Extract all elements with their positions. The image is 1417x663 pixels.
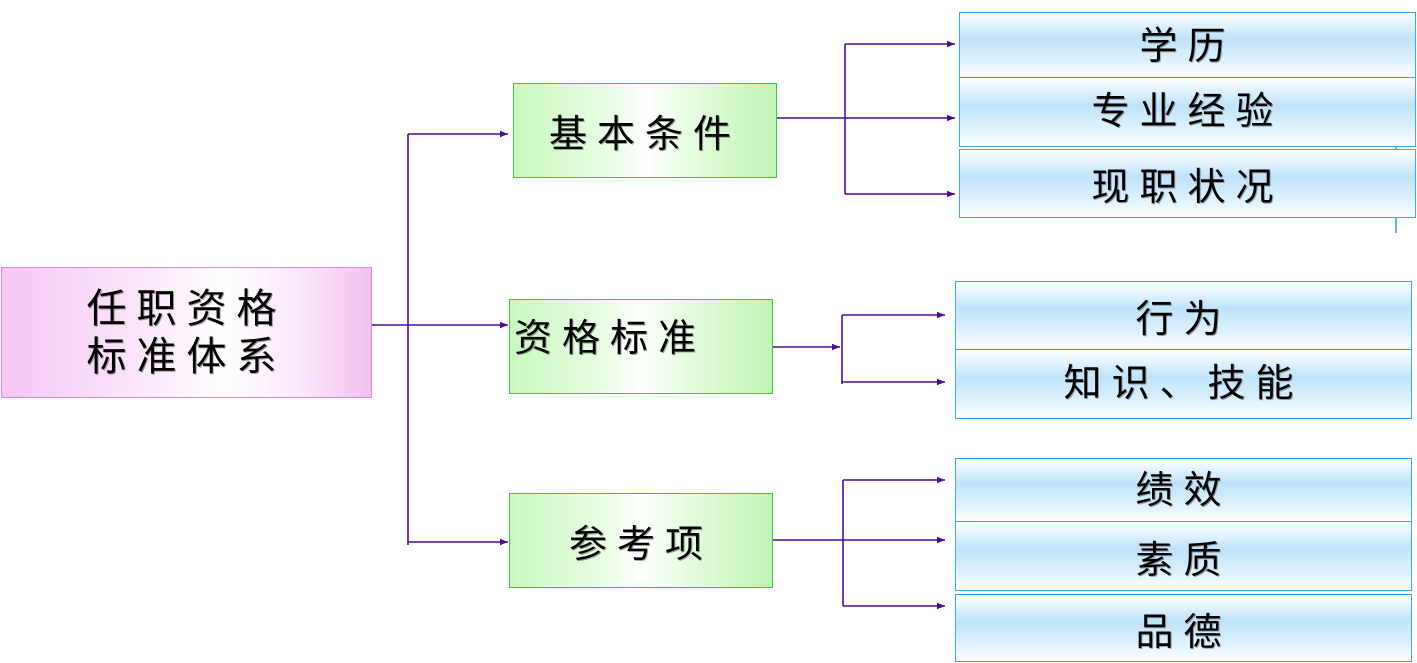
category-qualification-standards: 资格标准 (509, 299, 773, 394)
item-label: 品德 (1135, 609, 1232, 654)
item-label: 专业经验 (1091, 89, 1284, 133)
item-morality: 品德 (955, 594, 1412, 662)
root-line-1: 任职资格 (86, 285, 287, 332)
category-basic-conditions: 基本条件 (513, 83, 777, 178)
item-performance: 绩效 (955, 458, 1412, 522)
item-label: 素质 (1135, 537, 1232, 582)
item-knowledge-skills: 知识、技能 (955, 349, 1412, 419)
root-line-2: 标准体系 (86, 333, 287, 380)
item-label: 学历 (1139, 24, 1236, 68)
item-behavior: 行为 (955, 281, 1412, 350)
item-current-position-status: 现职状况 (959, 149, 1416, 218)
category-reference-items: 参考项 (509, 493, 773, 588)
item-professional-experience: 专业经验 (959, 77, 1416, 147)
item-label: 绩效 (1135, 468, 1232, 512)
category-label: 基本条件 (548, 112, 741, 156)
category-label: 参考项 (568, 522, 713, 566)
item-education: 学历 (959, 12, 1416, 78)
category-label: 资格标准 (514, 316, 707, 360)
item-quality: 素质 (955, 521, 1412, 591)
item-label: 知识、技能 (1063, 361, 1304, 405)
item-label: 行为 (1135, 297, 1232, 341)
root-node: 任职资格 标准体系 (1, 267, 372, 398)
item-label: 现职状况 (1091, 165, 1284, 209)
